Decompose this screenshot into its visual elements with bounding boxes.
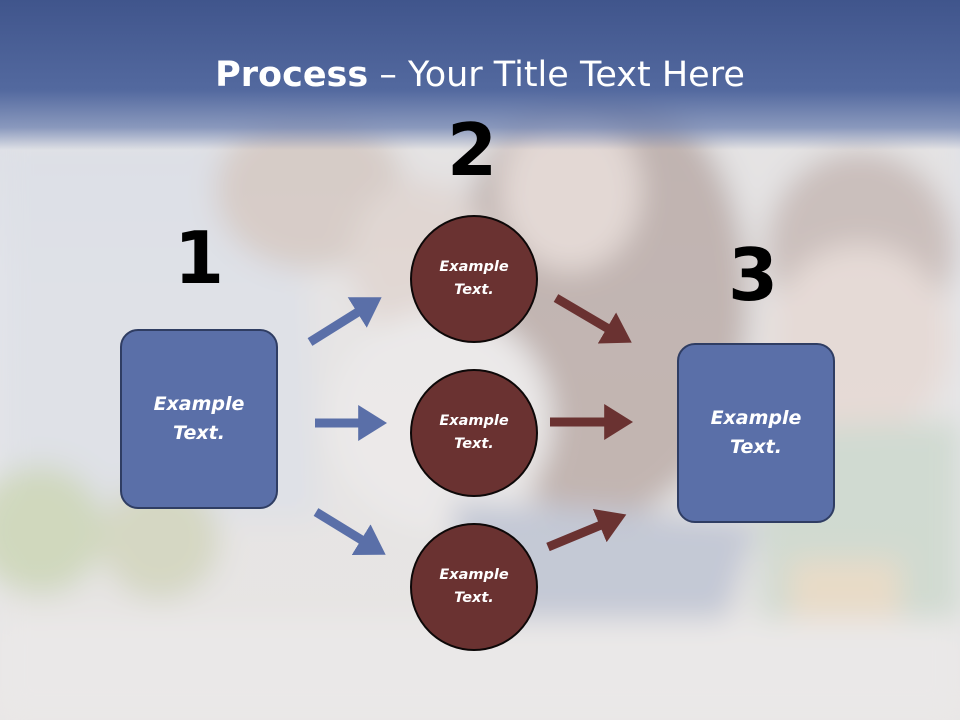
step-1-text-line-2: Text.	[173, 422, 225, 444]
step-number-2: 2	[446, 108, 498, 192]
circle-top-line-1: Example	[439, 259, 509, 275]
arrow-2-bottom-to-3	[546, 508, 627, 552]
circle-top-line-2: Text.	[454, 282, 494, 298]
arrow-2-top-to-3	[553, 294, 632, 344]
step-1-box: Example Text.	[120, 329, 278, 509]
title-bold: Process	[215, 55, 369, 95]
circle-bottom-line-2: Text.	[454, 590, 494, 606]
step-3-box: Example Text.	[677, 343, 835, 523]
step-3-text-line-2: Text.	[730, 436, 782, 458]
circle-bottom-line-1: Example	[439, 567, 509, 583]
step-3-text-line-1: Example	[710, 407, 802, 429]
arrow-1-to-2-top	[307, 297, 382, 346]
circle-middle-line-1: Example	[439, 413, 509, 429]
step-1-text-line-1: Example	[153, 393, 245, 415]
slide-title: Process – Your Title Text Here	[0, 52, 960, 98]
circle-middle-line-2: Text.	[454, 436, 494, 452]
title-rest: – Your Title Text Here	[368, 55, 745, 95]
step-2-circle-bottom: Example Text.	[410, 523, 538, 651]
step-2-circle-middle: Example Text.	[410, 369, 538, 497]
title-band	[0, 0, 960, 150]
step-2-circle-top: Example Text.	[410, 215, 538, 343]
step-number-3: 3	[727, 233, 779, 317]
arrow-1-to-2-bottom	[313, 508, 386, 556]
step-number-1: 1	[173, 216, 225, 300]
